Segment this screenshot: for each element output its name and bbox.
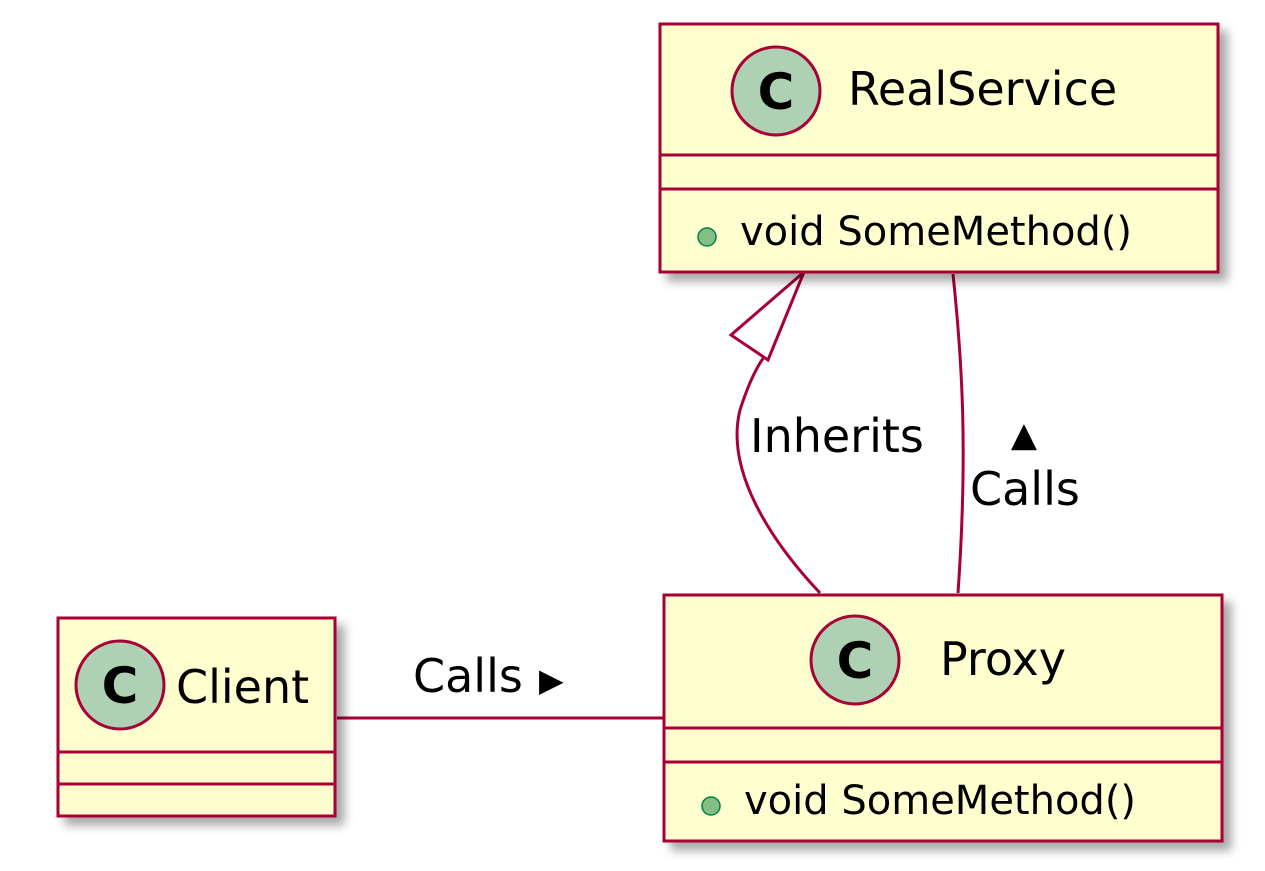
inherits-relation: Inherits [728,270,924,595]
svg-text:C: C [102,657,139,715]
inherits-line [735,356,822,595]
class-name: Client [176,660,309,714]
inherits-label: Inherits [750,409,924,463]
public-method-icon [697,227,717,247]
public-method-icon [701,796,721,816]
svg-text:C: C [758,63,795,121]
client-calls-proxy-relation: Calls ▶ [337,649,664,720]
method-signature: void SomeMethod() [740,209,1132,255]
class-name: Proxy [940,632,1066,686]
proxy-calls-real-line [951,273,965,594]
proxy-calls-real-label: Calls [970,462,1080,516]
client-calls-proxy-label: Calls [413,649,523,703]
class-proxy[interactable]: C Proxy void SomeMethod() [662,593,1224,843]
method-signature: void SomeMethod() [744,778,1136,824]
right-arrow-icon: ▶ [539,661,564,699]
class-realservice[interactable]: C RealService void SomeMethod() [658,22,1220,274]
class-name: RealService [848,62,1117,116]
up-arrow-icon: ▲ [1011,415,1038,455]
class-c-icon: C [809,614,901,706]
class-client[interactable]: C Client [56,616,337,818]
inheritance-arrowhead-icon [728,270,806,363]
class-c-icon: C [730,45,822,137]
class-c-icon: C [74,639,166,731]
proxy-calls-real-relation: ▲ Calls [951,273,1080,594]
svg-text:C: C [837,632,874,690]
